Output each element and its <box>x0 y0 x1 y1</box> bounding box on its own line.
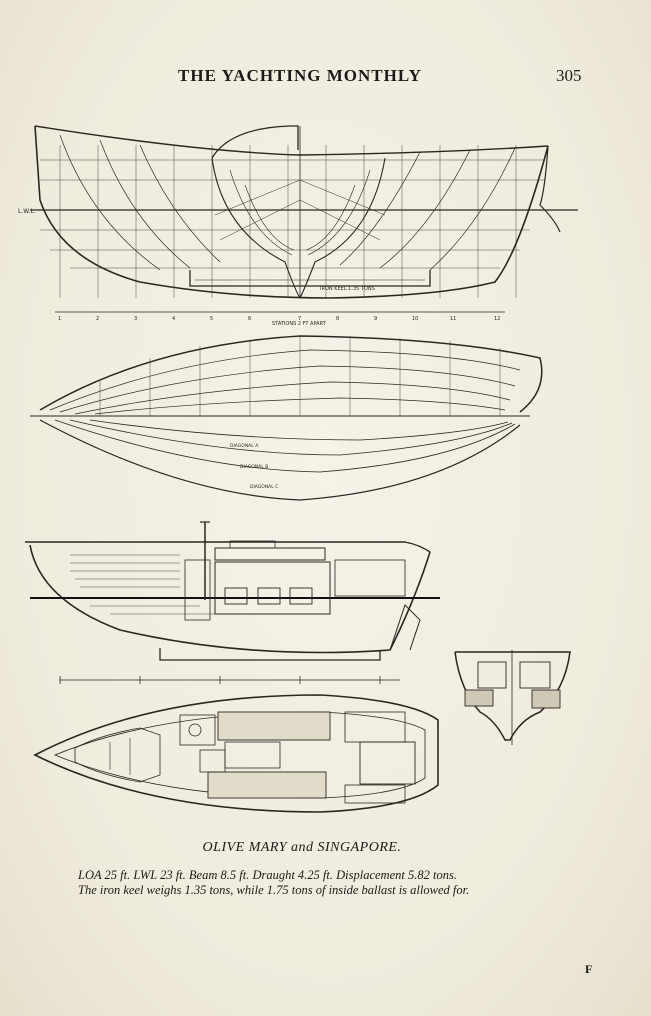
station-number: 1 <box>58 316 61 322</box>
stations-label: STATIONS 2 FT APART <box>272 321 327 327</box>
lines-plan-profile <box>30 125 578 313</box>
station-number: 2 <box>96 316 99 322</box>
specs-line-1: LOA 25 ft. LWL 23 ft. Beam 8.5 ft. Draug… <box>78 868 457 882</box>
station-number: 8 <box>336 316 339 322</box>
diagonal-label: DIAGONAL B <box>240 464 268 470</box>
accommodation-plan <box>33 694 439 813</box>
station-number: 11 <box>450 316 456 322</box>
lwl-label: L.W.L. <box>18 208 36 215</box>
inboard-profile <box>25 521 440 684</box>
signature-mark: F <box>585 962 593 976</box>
specs-line-2: The iron keel weighs 1.35 tons, while 1.… <box>78 883 470 897</box>
station-numbers: 1 2 3 4 5 6 7 8 9 10 11 12 <box>58 316 500 322</box>
page-number: 305 <box>556 66 582 85</box>
station-number: 4 <box>172 316 175 322</box>
keel-label: IRON KEEL 1.35 TONS <box>320 286 375 292</box>
station-number: 5 <box>210 316 213 322</box>
station-number: 3 <box>134 316 137 322</box>
midship-section <box>454 650 571 745</box>
page-header-title: THE YACHTING MONTHLY <box>178 66 422 85</box>
half-breadth-plan <box>30 335 543 501</box>
figure-caption-specs: LOA 25 ft. LWL 23 ft. Beam 8.5 ft. Draug… <box>78 868 558 898</box>
station-number: 7 <box>298 316 301 322</box>
station-number: 9 <box>374 316 377 322</box>
station-number: 10 <box>412 316 418 322</box>
diagonal-label: DIAGONAL A <box>230 443 259 449</box>
station-number: 12 <box>494 316 500 322</box>
figure-caption-title: OLIVE MARY and SINGAPORE. <box>202 840 402 855</box>
diagonal-label: DIAGONAL C <box>250 484 278 490</box>
station-number: 6 <box>248 316 251 322</box>
